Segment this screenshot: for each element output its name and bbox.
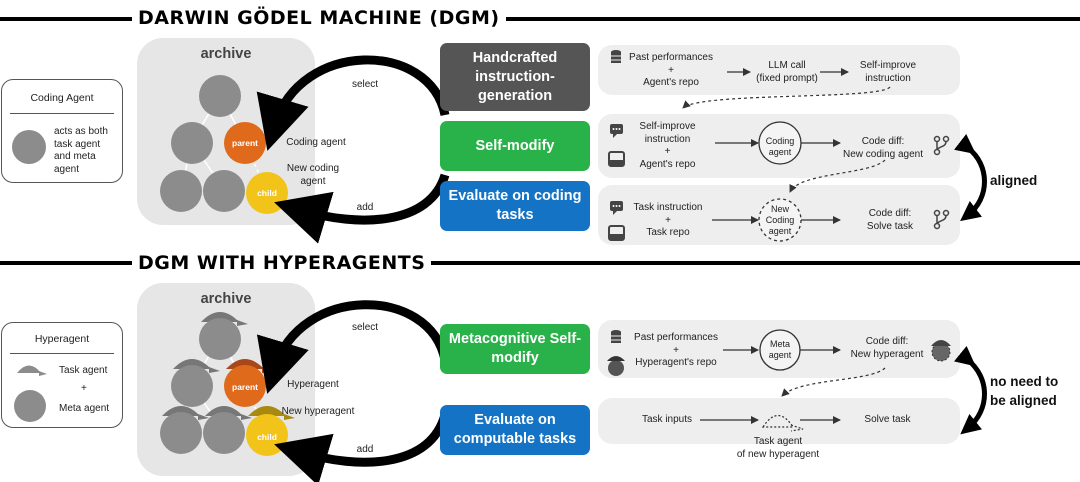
parent-agent-label: Hyperagent	[287, 379, 339, 390]
database-icon	[611, 50, 621, 63]
archive-node	[171, 365, 213, 407]
bottom-section-title: DGM WITH HYPERAGENTS	[132, 252, 432, 274]
evaluate-coding-box: Evaluate on coding tasks	[440, 181, 590, 231]
top-rule	[0, 17, 1080, 21]
bottom-row-2	[598, 398, 960, 444]
legend-title: Coding Agent	[30, 92, 94, 104]
legend-title: Hyperagent	[34, 333, 90, 345]
row3-input-text: Task instruction + Task repo	[633, 202, 703, 238]
task-agent-cap-icon	[761, 414, 804, 432]
bottom-row1-input-text: Past performances + Hyperagent's repo	[634, 332, 718, 368]
row3-agent-text: New Coding agent	[765, 204, 795, 236]
metacognitive-self-modify-box: Metacognitive Self-modify	[440, 324, 590, 374]
repo-icon	[608, 151, 625, 167]
coding-agent-icon	[12, 130, 46, 164]
repo-icon	[608, 225, 625, 241]
archive-label: archive	[200, 291, 252, 307]
child-agent-label: New hyperagent	[281, 406, 355, 417]
archive-label: archive	[200, 46, 252, 62]
top-legend: Coding Agent acts as both task agent and…	[1, 79, 123, 183]
child-agent-label: New coding agent	[286, 163, 340, 187]
row1-llm-call-text: LLM call (fixed prompt)	[756, 60, 818, 84]
select-label: select	[351, 79, 379, 90]
new-hyperagent-icon	[931, 340, 951, 362]
archive-node	[160, 412, 202, 454]
self-modify-box: Self-modify	[440, 121, 590, 171]
legend-meta-agent: Meta agent	[59, 403, 110, 414]
add-label: add	[356, 202, 374, 213]
archive-node	[160, 170, 202, 212]
row2-agent-text: Coding agent	[765, 136, 795, 157]
parent-label: parent	[232, 138, 258, 148]
meta-agent-icon	[14, 390, 46, 422]
parent-agent-label: Coding agent	[286, 137, 346, 148]
archive-node	[171, 122, 213, 164]
legend-description: acts as both task agent and meta agent	[54, 126, 108, 175]
git-branch-icon	[933, 135, 950, 156]
cap-icon-child	[248, 406, 295, 420]
bottom-legend: Hyperagent Task agent + Meta agent	[1, 322, 123, 428]
bottom-row1-output-text: Code diff: New hyperagent	[850, 336, 924, 360]
bottom-row2-input-text: Task inputs	[641, 414, 693, 425]
aligned-label: aligned	[990, 173, 1038, 188]
legend-task-agent: Task agent	[59, 365, 108, 376]
select-label: select	[351, 322, 379, 333]
row3-output-text: Code diff: Solve task	[866, 208, 914, 232]
parent-label: parent	[232, 382, 258, 392]
archive-node-root	[199, 318, 241, 360]
handcrafted-instruction-box: Handcrafted instruction-generation	[440, 43, 590, 111]
child-label: child	[257, 188, 277, 198]
bottom-row1-agent-text: Meta agent	[768, 339, 792, 360]
no-need-aligned-label: no need to be aligned	[990, 374, 1059, 408]
row1-output-text: Self-improve instruction	[859, 60, 917, 84]
bottom-rule	[0, 261, 1080, 265]
database-icon	[611, 330, 621, 343]
row2-input-text: Self-improve instruction + Agent's repo	[639, 121, 696, 170]
legend-divider	[10, 353, 114, 354]
bottom-row2-agent-text: Task agent of new hyperagent	[736, 436, 820, 460]
top-row-1	[598, 45, 960, 95]
archive-node-root	[199, 75, 241, 117]
legend-plus: +	[81, 383, 87, 394]
archive-node	[203, 170, 245, 212]
chat-icon	[610, 201, 623, 215]
archive-node	[203, 412, 245, 454]
chat-icon	[610, 124, 623, 138]
hyperagent-repo-icon	[607, 356, 625, 376]
add-label: add	[356, 444, 374, 455]
row2-output-text: Code diff: New coding agent	[842, 136, 924, 160]
git-branch-icon	[933, 209, 950, 230]
child-label: child	[257, 432, 277, 442]
top-section-title: DARWIN GÖDEL MACHINE (DGM)	[132, 7, 506, 29]
legend-divider	[10, 113, 114, 114]
row1-input-text: Past performances + Agent's repo	[629, 52, 713, 88]
bottom-row2-output-text: Solve task	[864, 414, 911, 425]
evaluate-computable-box: Evaluate on computable tasks	[440, 405, 590, 455]
